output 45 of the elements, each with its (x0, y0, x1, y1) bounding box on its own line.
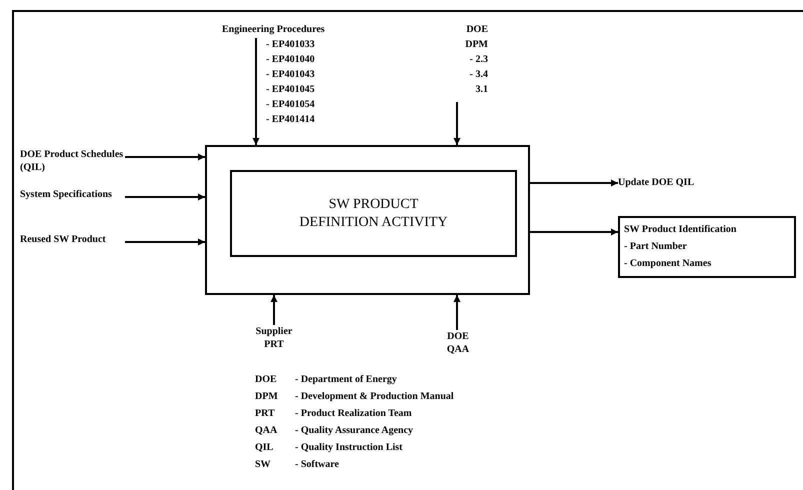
arrow (125, 238, 205, 246)
abbreviation-text: QIL (255, 441, 274, 455)
abbreviation-text: DOE (255, 373, 278, 387)
definition-text: - Quality Assurance Agency (295, 424, 414, 438)
arrow (270, 295, 278, 325)
arrow (454, 102, 460, 145)
list-item-text: - EP401054 (265, 98, 316, 112)
node-text: Supplier PRT (254, 325, 294, 351)
arrow (530, 180, 618, 186)
definition-text: - Software (295, 458, 340, 472)
node-text: Reused SW Product (20, 233, 107, 246)
node-text: DOE QAA (446, 330, 470, 356)
node-text: Update DOE QIL (618, 176, 696, 189)
definition-text: - Product Realization Team (295, 407, 413, 421)
list-item-text: 3.1 (474, 83, 489, 97)
list-item-text: - 2.3 (468, 53, 489, 67)
arrow (125, 194, 205, 200)
list-item-text: DPM (464, 38, 489, 52)
list-item-text: - EP401043 (265, 68, 316, 82)
list-item-text: - EP401045 (265, 83, 316, 97)
node-text: System Specifications (20, 188, 113, 201)
output-item-text: - Part Number (624, 240, 688, 254)
definition-text: - Department of Energy (295, 373, 398, 387)
node-text: Engineering Procedures (222, 23, 326, 37)
definition-text: - Quality Instruction List (295, 441, 404, 455)
list-item-text: - 3.4 (468, 68, 489, 82)
abbreviation-text: PRT (255, 407, 276, 421)
arrow (252, 38, 260, 145)
list-item-text: - EP401414 (265, 113, 316, 127)
activity-inner-box: SW PRODUCT DEFINITION ACTIVITY (230, 170, 517, 257)
arrow (454, 295, 460, 330)
node-text: DOE (465, 23, 489, 37)
output-item-text: SW Product Identification (624, 223, 738, 237)
abbreviation-text: DPM (255, 390, 279, 404)
node-text: DOE Product Schedules (QIL) (20, 148, 124, 174)
activity-box (205, 145, 530, 295)
arrow (530, 228, 618, 236)
abbreviation-text: SW (255, 458, 272, 472)
definition-text: - Development & Production Manual (295, 390, 454, 404)
abbreviation-text: QAA (255, 424, 278, 438)
list-item-text: - EP401033 (265, 38, 316, 52)
arrow (125, 154, 205, 160)
output-item-text: - Component Names (624, 257, 712, 271)
output-box (618, 216, 796, 278)
list-item-text: - EP401040 (265, 53, 316, 67)
